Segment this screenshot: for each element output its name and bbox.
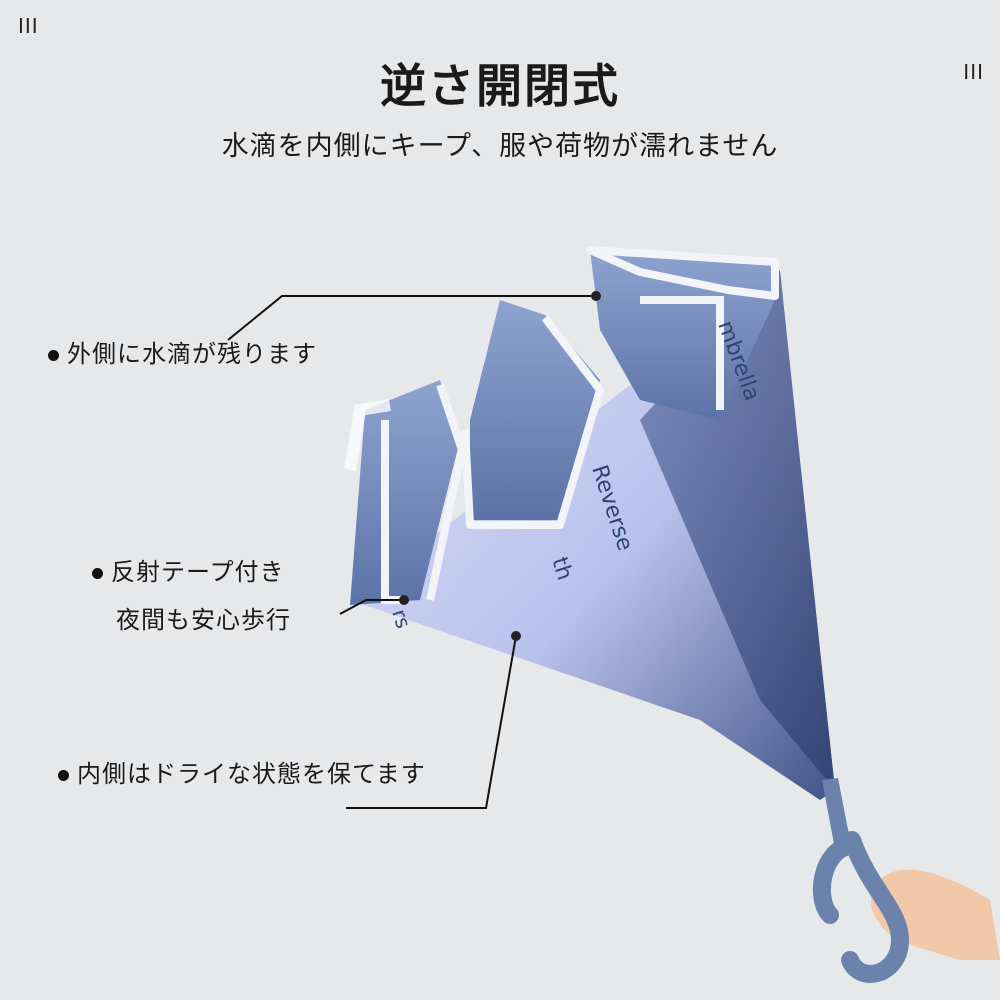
bullet-icon	[48, 349, 59, 361]
page-subtitle: 水滴を内側にキープ、服や荷物が濡れません	[221, 131, 779, 162]
leader-line-outside	[227, 295, 596, 341]
leader-dot-outside	[591, 291, 601, 301]
callout-reflective-tape: 反射テープ付き 夜間も安心歩行	[92, 556, 291, 637]
corner-mark-left: III	[18, 14, 39, 38]
canopy-fold-middle	[470, 300, 600, 520]
corner-mark-right: III	[963, 60, 984, 84]
callout-inside-dry: 内側はドライな状態を保てます	[58, 758, 426, 792]
callout-outside-water: 外側に水滴が残ります	[48, 338, 317, 372]
leader-dot-reflective	[399, 595, 409, 605]
callout-outside-text: 外側に水滴が残ります	[67, 340, 317, 368]
reflective-edge-top	[586, 246, 779, 300]
page-title: 逆さ開閉式	[380, 59, 620, 113]
bullet-icon	[92, 567, 103, 579]
leader-line-reflective	[339, 599, 404, 615]
umbrella-handle	[841, 831, 910, 983]
canopy-fold-left	[350, 380, 460, 605]
leader-dot-inside	[511, 631, 521, 641]
umbrella-shaft	[822, 778, 850, 844]
callout-inside-text: 内側はドライな状態を保てます	[77, 760, 426, 788]
callout-reflective-text-2: 夜間も安心歩行	[116, 605, 291, 634]
reflective-edge-middle	[461, 315, 604, 529]
callout-reflective-text-1: 反射テープ付き	[111, 558, 285, 586]
leader-line-inside	[346, 635, 517, 809]
bullet-icon	[58, 769, 69, 781]
